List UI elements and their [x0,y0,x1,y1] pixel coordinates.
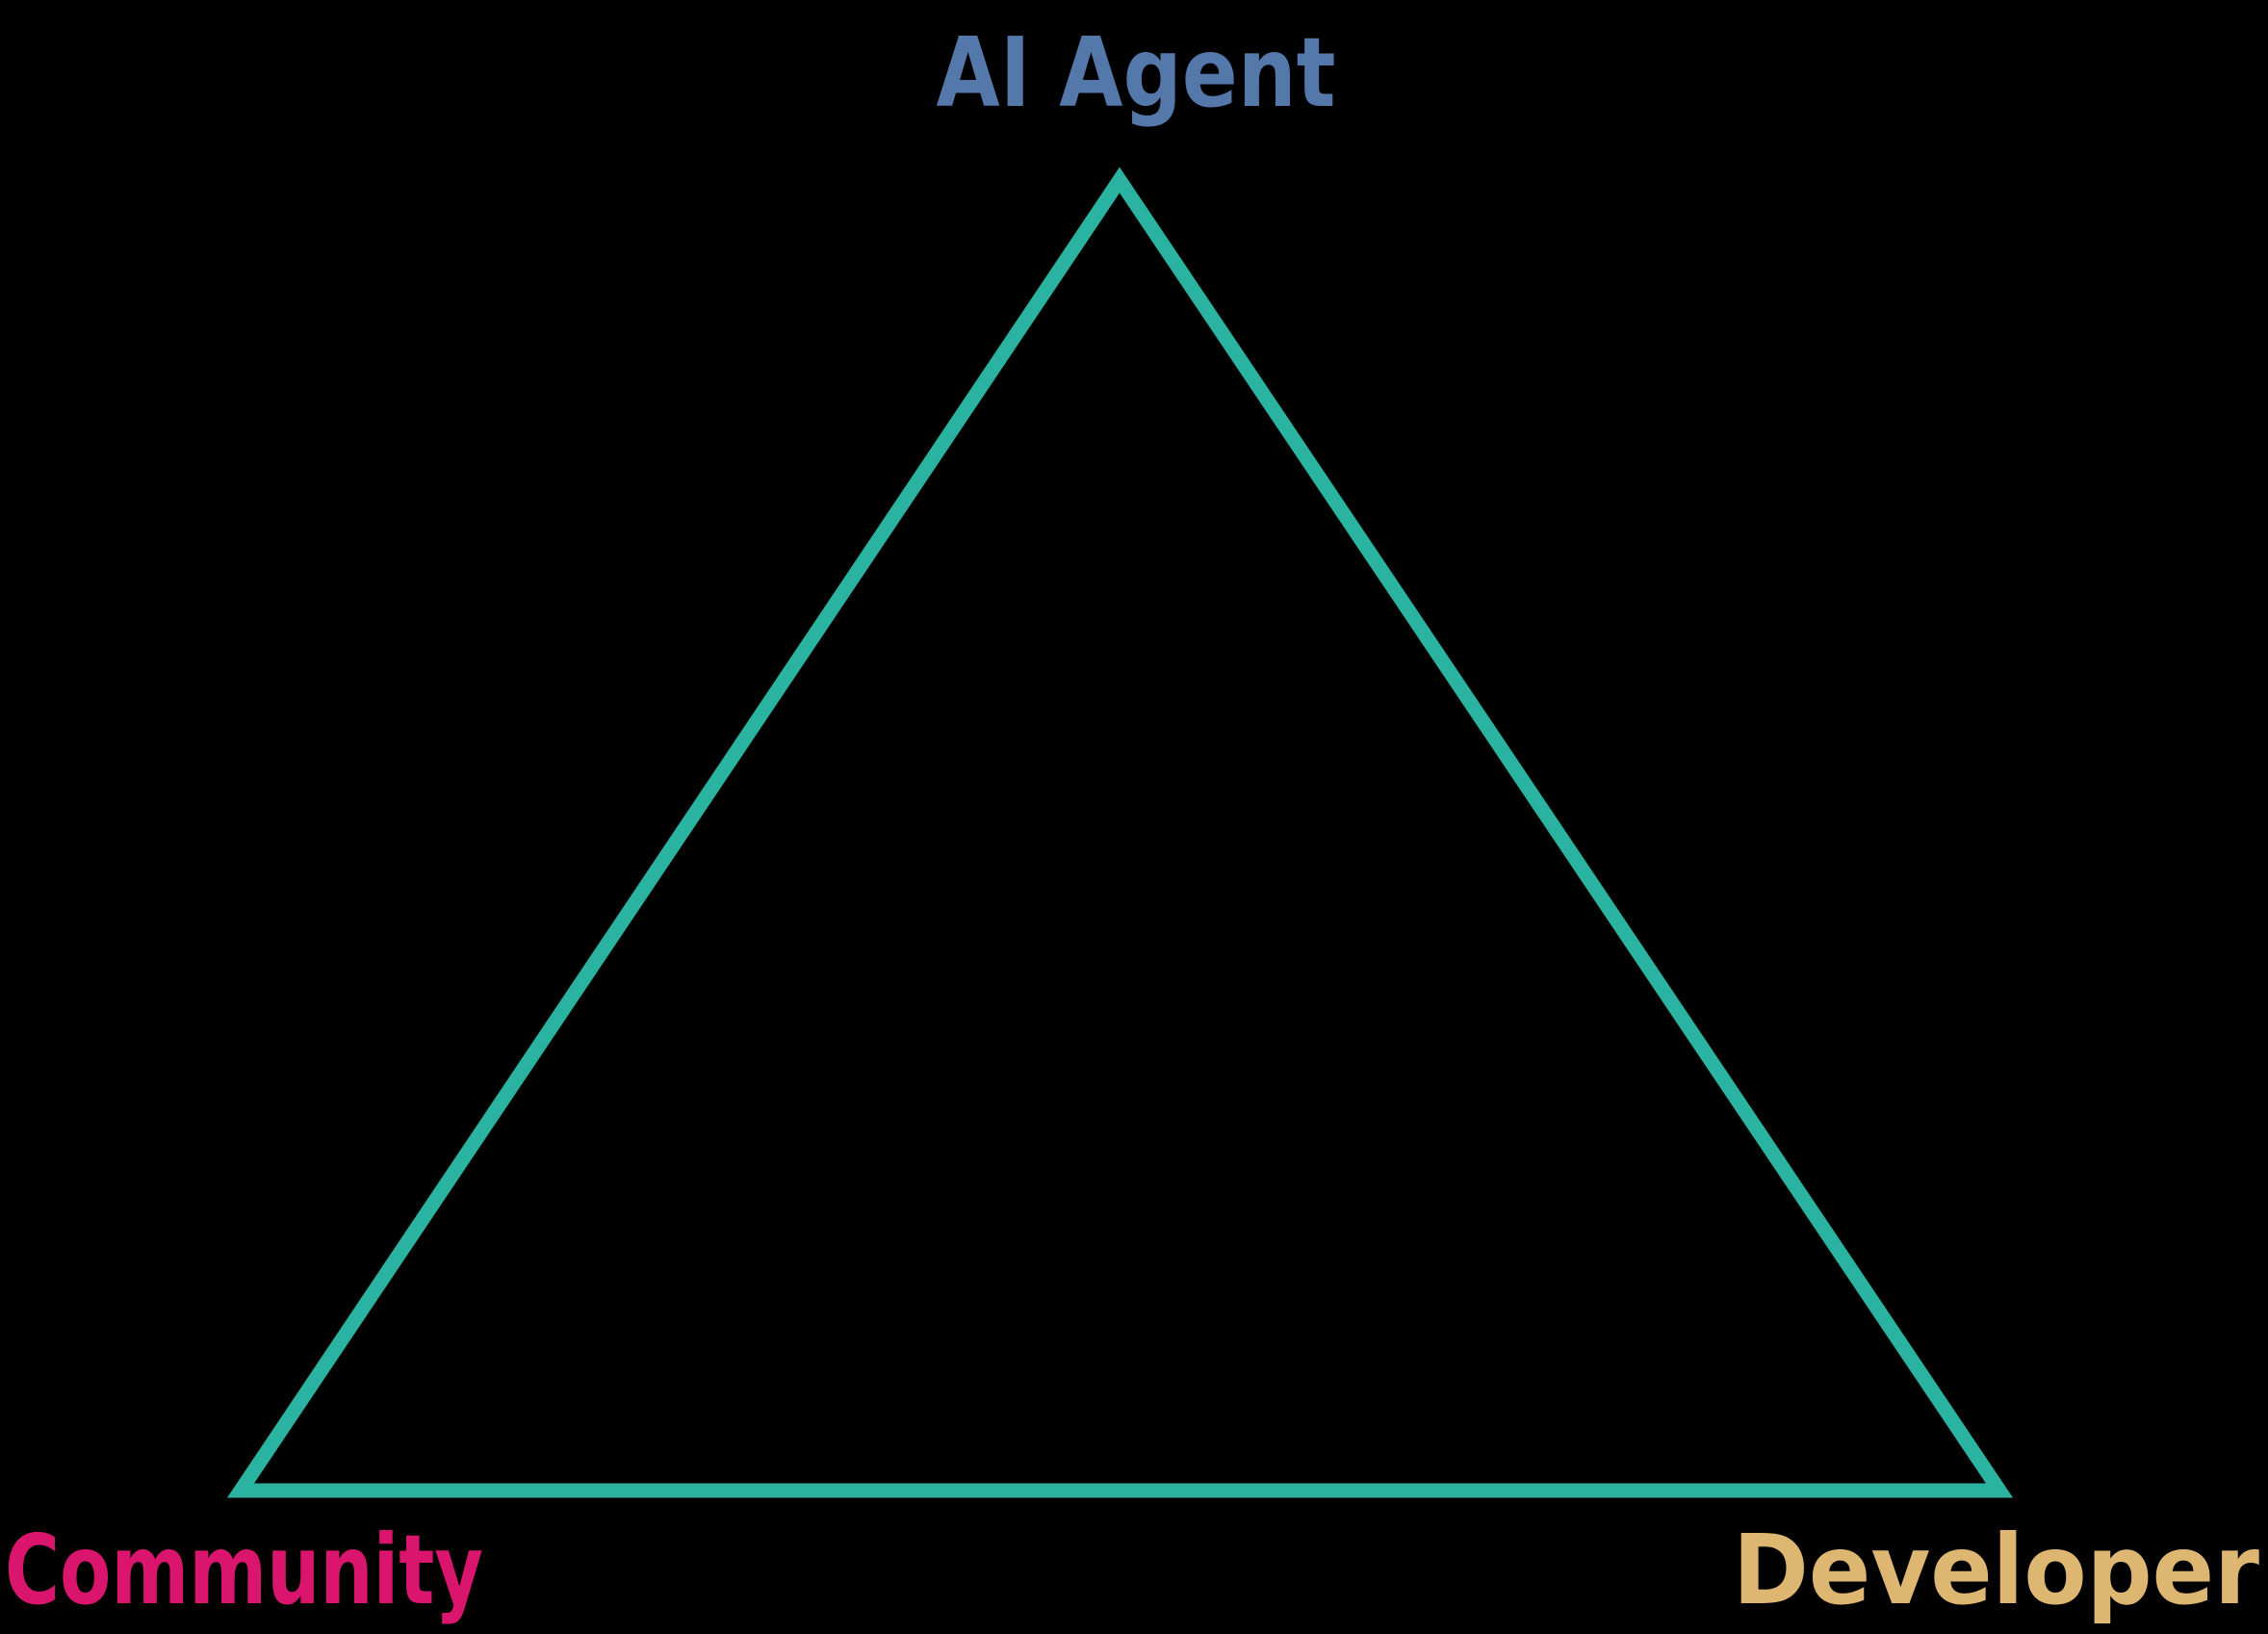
triangle-outline [226,167,2014,1498]
bottom-right-vertex-label: Developer [1733,1514,2260,1626]
top-vertex-label: AI Agent [937,16,1336,129]
bottom-left-vertex-label: Community [5,1514,483,1626]
